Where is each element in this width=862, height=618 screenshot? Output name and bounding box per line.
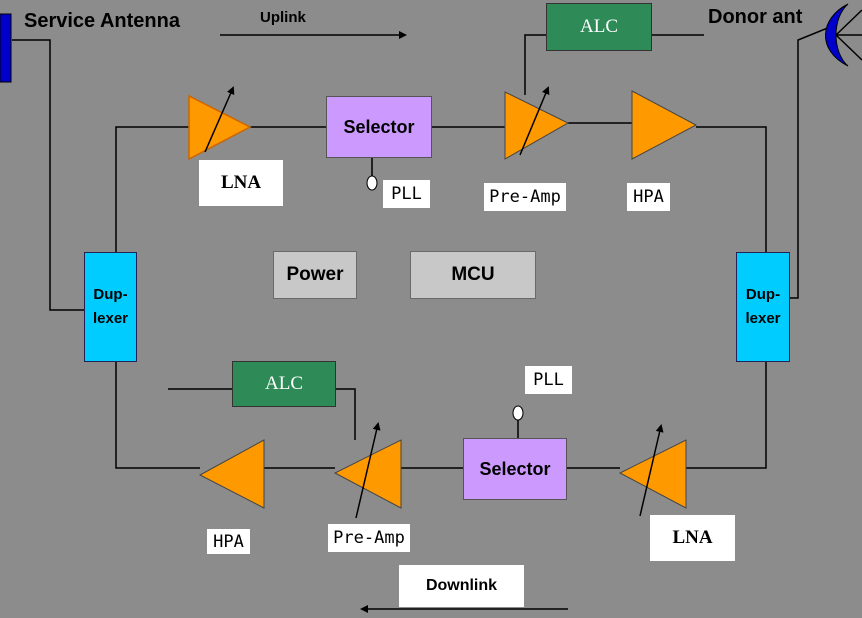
right-duplexer-line2: lexer bbox=[745, 310, 781, 327]
downlink-alc-block: ALC bbox=[232, 361, 336, 407]
service-antenna-icon bbox=[0, 13, 12, 83]
downlink-hpa-label: HPA bbox=[207, 529, 250, 554]
service-antenna-label: Service Antenna bbox=[24, 10, 180, 32]
downlink-pre-amp-icon bbox=[333, 439, 402, 509]
uplink-lna-label: LNA bbox=[199, 160, 283, 206]
left-duplexer-block: Dup- lexer bbox=[84, 252, 137, 362]
downlink-pll-node-icon bbox=[512, 405, 524, 421]
uplink-pre-amp-icon bbox=[504, 91, 570, 160]
downlink-pre-amp-label: Pre-Amp bbox=[328, 524, 410, 552]
left-duplexer-line2: lexer bbox=[92, 310, 129, 327]
mcu-block: MCU bbox=[410, 251, 536, 299]
uplink-label: Uplink bbox=[260, 9, 306, 26]
downlink-lna-icon bbox=[618, 439, 687, 509]
downlink-pll-label: PLL bbox=[525, 366, 572, 394]
donor-antenna-dish-icon bbox=[825, 3, 849, 67]
uplink-hpa-icon bbox=[631, 90, 698, 160]
downlink-label: Downlink bbox=[399, 565, 524, 607]
right-duplexer-block: Dup- lexer bbox=[736, 252, 790, 362]
right-duplexer-line1: Dup- bbox=[745, 286, 781, 303]
donor-antenna-rays bbox=[835, 9, 862, 61]
downlink-selector-block: Selector bbox=[463, 438, 567, 500]
uplink-hpa-label: HPA bbox=[627, 183, 670, 211]
uplink-pre-amp-label: Pre-Amp bbox=[484, 183, 566, 211]
downlink-lna-label: LNA bbox=[650, 515, 735, 561]
uplink-lna-icon bbox=[188, 94, 252, 161]
power-block: Power bbox=[273, 251, 357, 299]
uplink-selector-block: Selector bbox=[326, 96, 432, 158]
left-duplexer-line1: Dup- bbox=[93, 286, 128, 303]
uplink-pll-label: PLL bbox=[383, 180, 430, 208]
donor-antenna-label: Donor ant bbox=[708, 6, 803, 28]
uplink-alc-block: ALC bbox=[546, 3, 652, 51]
connection-lines bbox=[12, 24, 836, 469]
downlink-hpa-icon bbox=[198, 439, 265, 509]
uplink-pll-node-icon bbox=[366, 175, 378, 191]
